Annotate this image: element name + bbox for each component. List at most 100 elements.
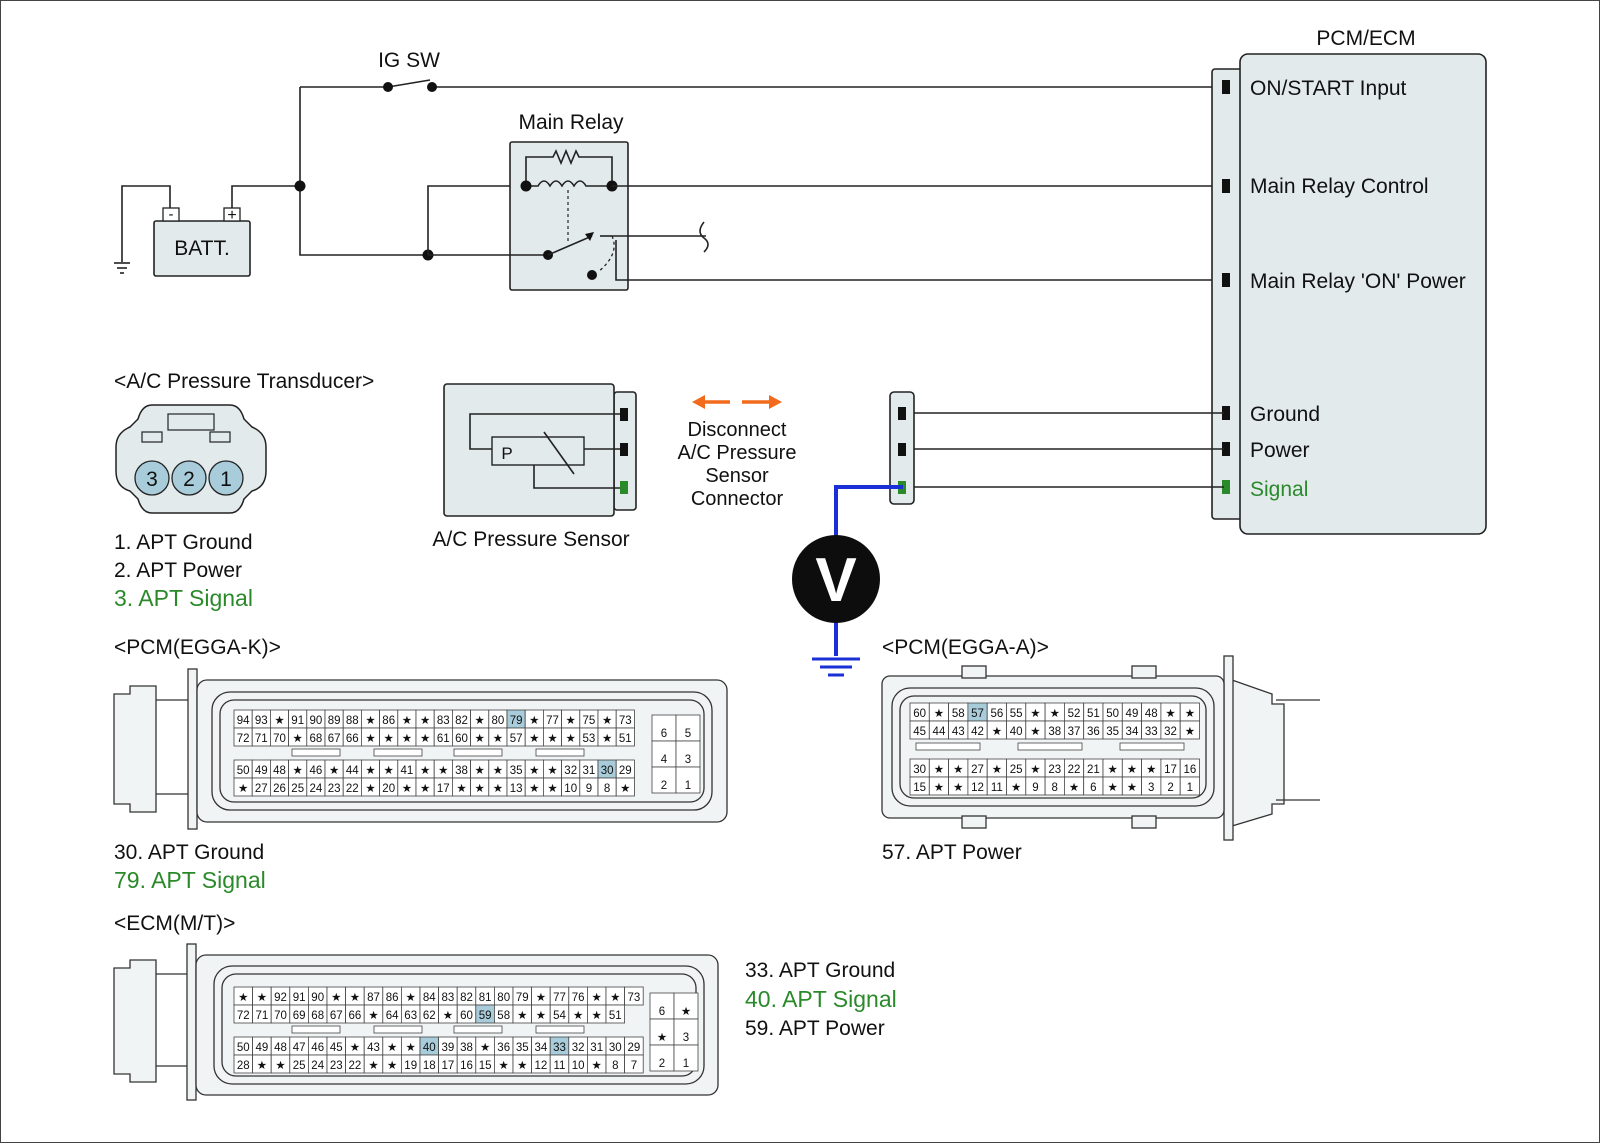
pin-number: ★ — [992, 726, 1002, 738]
pin-number: ★ — [365, 715, 375, 727]
pin-number: ★ — [420, 765, 430, 777]
pin-number: ★ — [406, 1042, 416, 1054]
pin-number: 61 — [437, 733, 450, 745]
ecm-apt-signal-label: 40. APT Signal — [745, 986, 897, 1012]
pin-number: 35 — [1106, 726, 1119, 738]
pin-number: 89 — [328, 715, 341, 727]
connector-key-slot — [915, 742, 981, 751]
apt-ground-label: 1. APT Ground — [114, 531, 253, 554]
pin-number: 16 — [460, 1060, 473, 1072]
apt-power-label: 2. APT Power — [114, 559, 242, 582]
pin-number: ★ — [493, 765, 503, 777]
pin-number: 80 — [497, 992, 510, 1004]
pcm-k-apt-ground-label: 30. APT Ground — [114, 841, 264, 864]
pcm-pin — [1222, 442, 1230, 456]
pin-1-number: 1 — [220, 468, 232, 491]
transducer-pin-1 — [208, 460, 244, 496]
pin-number: 23 — [1048, 764, 1061, 776]
pin-number: ★ — [934, 708, 944, 720]
pin-number: 41 — [401, 765, 414, 777]
pin-number: ★ — [547, 733, 557, 745]
pin-number: 30 — [609, 1042, 622, 1054]
side-pin-number: 6 — [661, 728, 667, 740]
pin-number: ★ — [1030, 764, 1040, 776]
battery-positive-terminal — [223, 207, 241, 222]
pin-number: 20 — [382, 783, 395, 795]
pin-number: 75 — [583, 715, 596, 727]
battery-label: BATT. — [174, 237, 230, 260]
side-pin-cell — [675, 740, 701, 768]
pin-number: 46 — [311, 1042, 324, 1054]
pin-number: 26 — [273, 783, 286, 795]
pin-number: ★ — [934, 782, 944, 794]
pin-number: ★ — [1127, 782, 1137, 794]
pcm-pin — [1222, 80, 1230, 94]
pin-number: ★ — [547, 765, 557, 777]
connector-key-slot — [291, 1025, 341, 1034]
pin-number: 88 — [346, 715, 359, 727]
pcm-k-apt-signal-label: 79. APT Signal — [114, 867, 266, 893]
pin-number: ★ — [475, 783, 485, 795]
pin-number: 47 — [293, 1042, 306, 1054]
pin-number: 38 — [460, 1042, 473, 1054]
pin-number: 27 — [255, 783, 268, 795]
pin-number: ★ — [480, 1042, 490, 1054]
voltmeter-positive-lead — [834, 485, 903, 540]
pin-number: 48 — [273, 765, 286, 777]
pin-number: ★ — [368, 1060, 378, 1072]
pin-number: ★ — [293, 733, 303, 745]
pin-number: 17 — [437, 783, 450, 795]
pin-number: ★ — [365, 783, 375, 795]
pin-number: 77 — [546, 715, 559, 727]
pin-number: 51 — [619, 733, 632, 745]
pin-number: ★ — [438, 765, 448, 777]
pcm-egga-a-title: <PCM(EGGA-A)> — [882, 636, 1049, 659]
sensor-internal-wire — [469, 413, 620, 450]
pin-number: 73 — [619, 715, 632, 727]
pin-number: ★ — [456, 783, 466, 795]
disconnect-arrow-icon — [692, 395, 782, 409]
side-pin-cell — [673, 1018, 699, 1046]
pin-number: 27 — [971, 764, 984, 776]
pin-number: 29 — [619, 765, 632, 777]
pin-number: ★ — [1011, 782, 1021, 794]
pcm-power-label: Power — [1250, 439, 1310, 462]
side-pin-number: 2 — [659, 1058, 665, 1070]
transducer-key — [209, 431, 231, 443]
pin-number: ★ — [493, 733, 503, 745]
pin-number: ★ — [384, 765, 394, 777]
pin-number: 66 — [349, 1010, 362, 1022]
pin-number: 79 — [516, 992, 529, 1004]
pin-number: ★ — [1050, 708, 1060, 720]
ig-switch-contact — [427, 82, 437, 92]
pin-number: 52 — [1068, 708, 1081, 720]
main-relay-on-power-label: Main Relay 'ON' Power — [1250, 270, 1466, 293]
connector-key-slot — [535, 1025, 585, 1034]
pin-number: 6 — [1090, 782, 1096, 794]
pin-number: 49 — [256, 1042, 269, 1054]
pin-number: ★ — [1127, 764, 1137, 776]
pin-number: ★ — [1069, 782, 1079, 794]
pin-number: ★ — [566, 733, 576, 745]
connector-key-slot — [1017, 742, 1083, 751]
pin-number: ★ — [350, 992, 360, 1004]
pin-number: 49 — [255, 765, 268, 777]
variable-arrow — [543, 431, 575, 475]
battery-negative-wire — [121, 185, 171, 262]
pin-number: 58 — [952, 708, 965, 720]
pin-number: 12 — [971, 782, 984, 794]
pin-number: 25 — [293, 1060, 306, 1072]
pin-number: ★ — [443, 1010, 453, 1022]
pin-number: ★ — [1030, 708, 1040, 720]
pin-number: ★ — [1107, 782, 1117, 794]
pin-number: ★ — [238, 783, 248, 795]
power-circuit: - + BATT. IG SW Main Relay — [114, 49, 1224, 291]
pressure-element — [491, 436, 585, 466]
voltmeter — [792, 535, 880, 623]
pin-number: ★ — [602, 715, 612, 727]
pcm-a-flange — [1223, 655, 1234, 841]
